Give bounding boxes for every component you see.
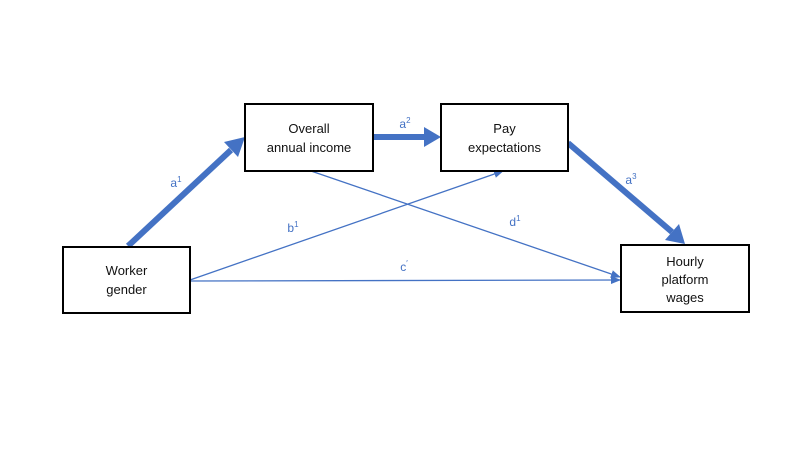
edge-a2-arrow xyxy=(374,127,441,147)
node-hourly-wages-line2: platform xyxy=(662,272,709,287)
node-overall-annual-income: Overall annual income xyxy=(244,103,374,172)
edge-a3-arrow xyxy=(566,140,685,244)
edge-label-d1: d1 xyxy=(509,214,521,229)
node-worker-gender: Worker gender xyxy=(62,246,191,314)
edge-c-prime-line xyxy=(189,276,621,285)
node-worker-gender-line1: Worker xyxy=(106,263,148,278)
edge-label-c-prime: c′ xyxy=(400,259,408,274)
edge-label-a1: a1 xyxy=(170,175,182,190)
node-hourly-platform-wages: Hourly platform wages xyxy=(620,244,750,313)
edge-label-b1: b1 xyxy=(287,220,299,235)
node-hourly-wages-line3: wages xyxy=(665,290,704,305)
node-pay-expectations-line2: expectations xyxy=(468,140,541,155)
edge-a1-arrow xyxy=(125,137,245,249)
edge-d1-line xyxy=(310,170,621,278)
node-overall-income-line1: Overall xyxy=(288,121,329,136)
node-overall-income-line2: annual income xyxy=(267,140,352,155)
edge-label-a3: a3 xyxy=(625,172,637,187)
node-pay-expectations: Pay expectations xyxy=(440,103,569,172)
edge-b1-line xyxy=(189,170,504,281)
node-worker-gender-line2: gender xyxy=(106,282,147,297)
node-hourly-wages-line1: Hourly xyxy=(666,254,704,269)
edge-label-a2: a2 xyxy=(399,116,411,131)
node-pay-expectations-line1: Pay xyxy=(493,121,516,136)
